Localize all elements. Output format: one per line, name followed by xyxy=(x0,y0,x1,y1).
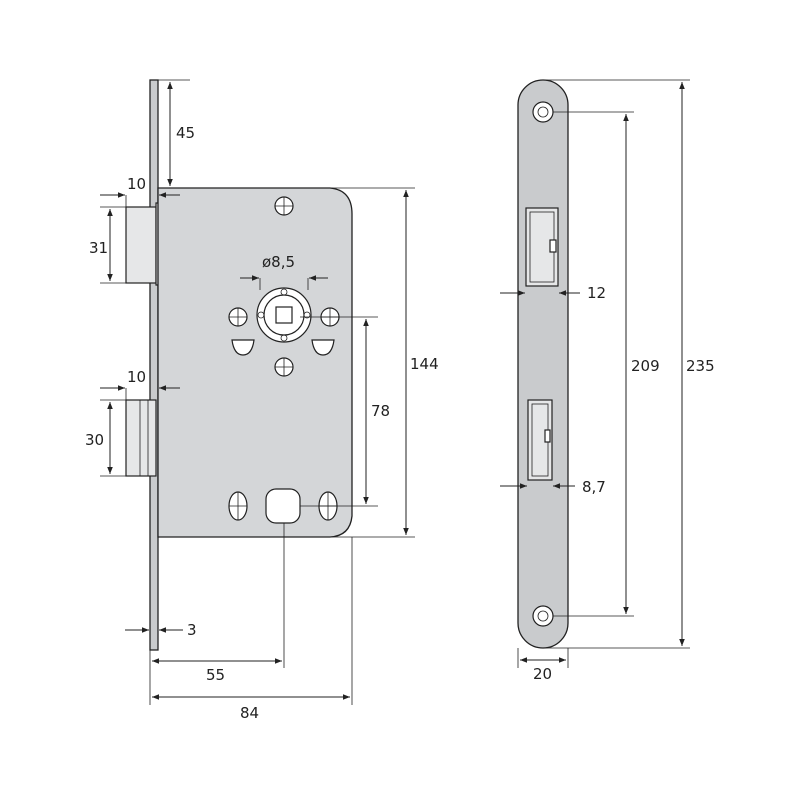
plate-screw-bottom xyxy=(532,605,554,627)
dim-case-height: 144 xyxy=(410,355,439,373)
dim-latch-height: 31 xyxy=(89,239,108,257)
dim-plate-length: 235 xyxy=(686,357,715,375)
dim-bolt-height: 30 xyxy=(85,431,104,449)
front-extension-lines xyxy=(517,79,690,668)
latch-opening xyxy=(525,207,559,287)
dimension-lines xyxy=(100,82,409,700)
fixing-holes-lower xyxy=(228,488,338,524)
dim-plate-width: 20 xyxy=(533,665,552,683)
dim-top-offset: 45 xyxy=(176,124,195,142)
spindle-follower xyxy=(256,287,312,343)
forend-strip xyxy=(149,79,159,651)
dim-screw-distance: 209 xyxy=(631,357,660,375)
front-dimension-lines xyxy=(500,82,685,663)
cylinder-hole xyxy=(265,488,301,524)
dim-bolt-depth: 10 xyxy=(127,368,146,386)
dim-latch-opening: 12 xyxy=(587,284,606,302)
bolt-opening xyxy=(527,399,553,481)
side-view: 45 10 31 10 30 ø8,5 78 144 3 55 84 xyxy=(85,79,439,722)
dim-bolt-opening: 8,7 xyxy=(582,478,606,496)
dim-case-depth: 84 xyxy=(240,704,259,722)
case-screw-hole-top xyxy=(274,196,294,216)
forend-plate xyxy=(517,79,569,649)
dim-spindle: ø8,5 xyxy=(262,253,295,271)
dim-latch-depth: 10 xyxy=(127,175,146,193)
dim-backset: 55 xyxy=(206,666,225,684)
lock-case xyxy=(157,187,353,538)
dim-forend-thickness: 3 xyxy=(187,621,197,639)
deadbolt xyxy=(125,399,157,477)
plate-screw-top xyxy=(532,101,554,123)
dim-center-distance: 78 xyxy=(371,402,390,420)
front-view: 12 8,7 209 235 20 xyxy=(500,79,715,683)
extension-lines xyxy=(100,79,415,705)
